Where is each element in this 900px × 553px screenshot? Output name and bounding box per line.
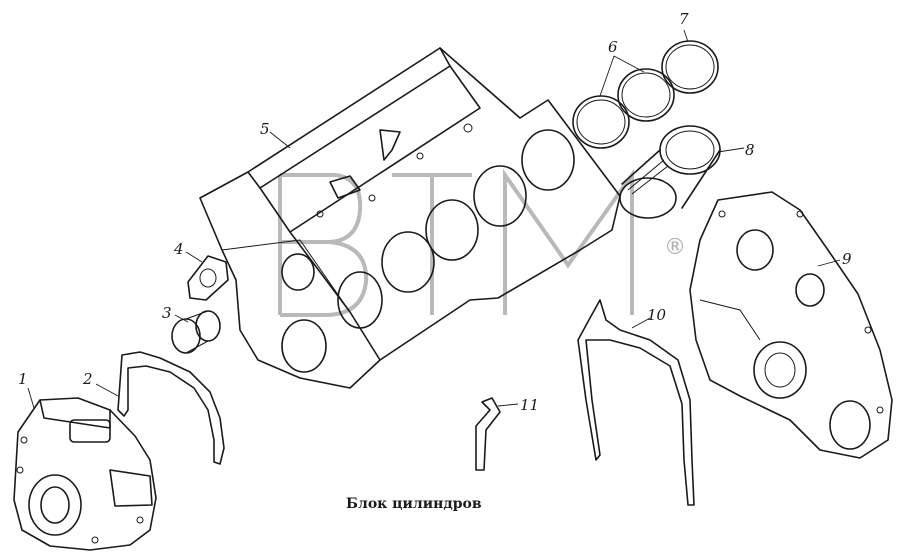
- seal-ring-single: [661, 40, 719, 94]
- cover-plate: [187, 255, 229, 301]
- callout-10: 10: [647, 306, 667, 324]
- callout-9: 9: [842, 250, 852, 268]
- flywheel-housing: [689, 191, 893, 459]
- watermark: ®: [278, 168, 686, 317]
- callout-6: 6: [608, 38, 618, 56]
- callout-numbers: 1 2 3 4 5 6 7 8 9 10 11: [18, 10, 852, 414]
- registered-mark: ®: [664, 235, 686, 260]
- callout-5: 5: [260, 120, 270, 138]
- breather-tube: [475, 397, 501, 471]
- callout-2: 2: [82, 370, 93, 388]
- front-cover-gasket: [117, 351, 225, 465]
- diagram-caption: Блок цилиндров: [346, 496, 482, 512]
- seal-ring: [171, 310, 221, 354]
- seal-rings-pair: [572, 68, 675, 149]
- callout-1: 1: [18, 370, 28, 388]
- callout-3: 3: [162, 304, 172, 322]
- cylinder-block: [199, 47, 621, 389]
- rear-cover-gasket: [577, 299, 695, 506]
- front-housing: [13, 397, 157, 551]
- callout-4: 4: [173, 240, 184, 258]
- leader-lines: [27, 29, 841, 409]
- callout-8: 8: [745, 141, 755, 159]
- callout-11: 11: [520, 396, 539, 414]
- cylinder-liner: [619, 125, 721, 219]
- callout-7: 7: [679, 10, 689, 28]
